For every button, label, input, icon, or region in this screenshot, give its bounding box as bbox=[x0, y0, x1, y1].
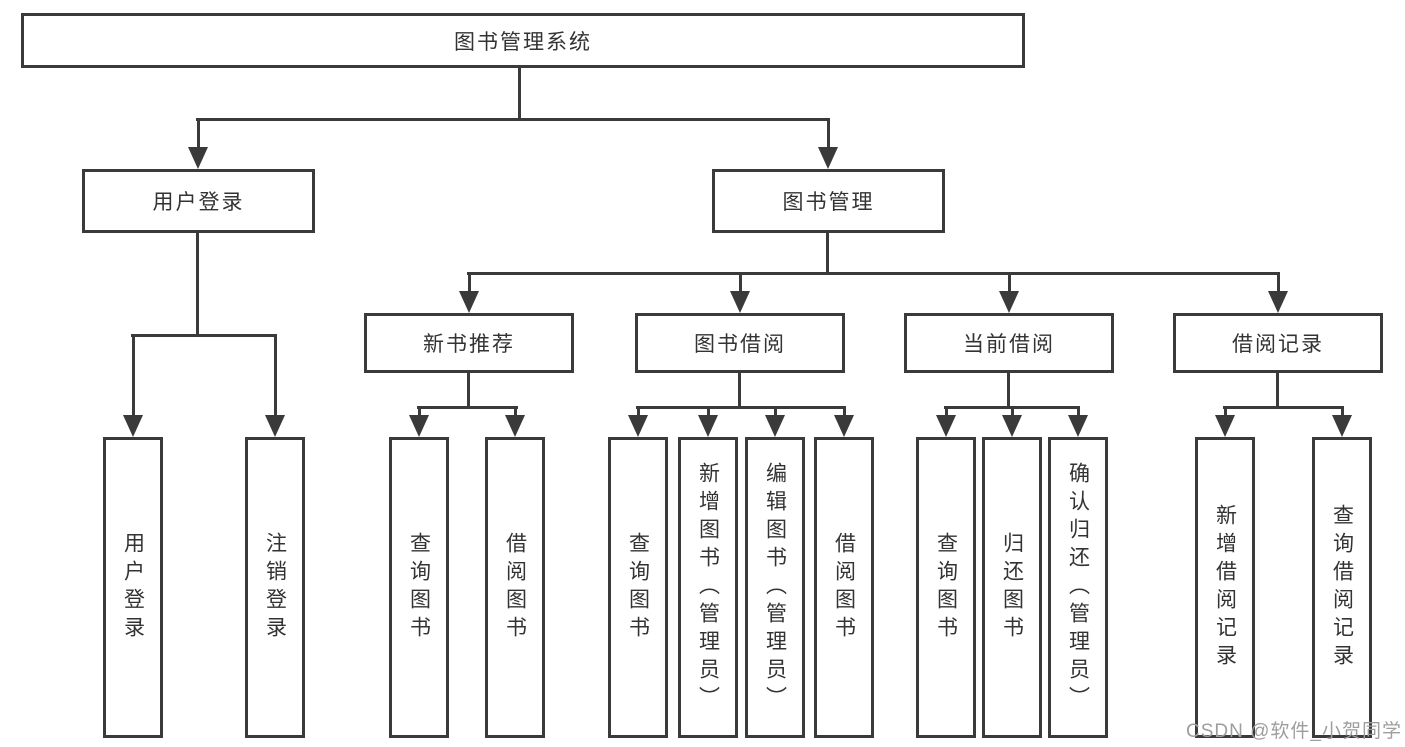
node-leaf-confirm-return-admin: 确认归还（管理员） bbox=[1048, 437, 1108, 738]
watermark: CSDN @软件_小贺同学 bbox=[1186, 721, 1402, 742]
node-leaf-return-book: 归还图书 bbox=[982, 437, 1042, 738]
node-branch-book-management: 图书管理 bbox=[712, 169, 945, 233]
node-leaf-query-borrow-record: 查询借阅记录 bbox=[1312, 437, 1372, 738]
connector-vline bbox=[1276, 373, 1279, 406]
connector-hline bbox=[131, 334, 277, 337]
connector-hline bbox=[944, 406, 1080, 409]
node-leaf-query-books-3: 查询图书 bbox=[916, 437, 976, 738]
node-book-borrow: 图书借阅 bbox=[635, 313, 845, 373]
connector-hline bbox=[196, 118, 830, 121]
node-leaf-add-borrow-record: 新增借阅记录 bbox=[1195, 437, 1255, 738]
node-leaf-query-books-1: 查询图书 bbox=[389, 437, 449, 738]
connector-vline bbox=[196, 233, 199, 334]
connector-vline bbox=[1007, 373, 1010, 406]
connector-hline bbox=[417, 406, 518, 409]
node-leaf-logout: 注销登录 bbox=[245, 437, 305, 738]
node-leaf-user-login: 用户登录 bbox=[103, 437, 163, 738]
connector-hline bbox=[467, 272, 1280, 275]
node-current-borrow: 当前借阅 bbox=[904, 313, 1114, 373]
connector-vline bbox=[738, 373, 741, 406]
node-leaf-query-books-2: 查询图书 bbox=[608, 437, 668, 738]
node-leaf-add-book-admin: 新增图书（管理员） bbox=[678, 437, 738, 738]
connector-vline bbox=[518, 68, 521, 118]
node-borrow-records: 借阅记录 bbox=[1173, 313, 1383, 373]
node-leaf-borrow-books-2: 借阅图书 bbox=[814, 437, 874, 738]
connector-hline bbox=[1223, 406, 1344, 409]
node-leaf-edit-book-admin: 编辑图书（管理员） bbox=[745, 437, 805, 738]
connector-hline bbox=[636, 406, 846, 409]
node-new-book-recommend: 新书推荐 bbox=[364, 313, 574, 373]
node-branch-user-login: 用户登录 bbox=[82, 169, 315, 233]
node-leaf-borrow-books-1: 借阅图书 bbox=[485, 437, 545, 738]
node-root: 图书管理系统 bbox=[21, 13, 1025, 68]
connector-vline bbox=[826, 233, 829, 272]
connector-vline bbox=[467, 373, 470, 406]
